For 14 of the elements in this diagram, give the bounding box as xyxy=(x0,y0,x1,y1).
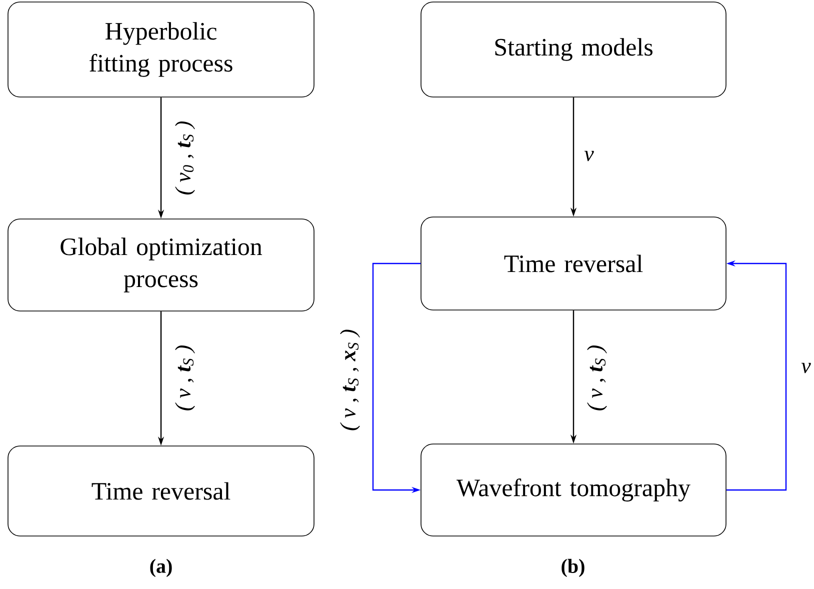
subfigure-label: (a) xyxy=(150,558,172,578)
edge-label: ( v$_{0}$ , t$_{S}$ ) xyxy=(174,120,196,196)
process-box: Hyperbolic fitting process xyxy=(8,2,314,98)
subfigure-label: (b) xyxy=(562,558,584,578)
process-box: Time reversal xyxy=(420,216,726,310)
edge-label: v xyxy=(800,362,812,374)
process-box: Global optimization process xyxy=(8,218,314,312)
process-box: Wavefront tomography xyxy=(420,444,726,536)
process-box: Starting models xyxy=(420,2,726,98)
edge-label: v xyxy=(583,150,595,162)
process-box: Time reversal xyxy=(8,446,314,536)
edge-label: ( v , t$_{S}$ , x$_{S}$ ) xyxy=(339,328,361,432)
edge-label: ( v , t$_{S}$ ) xyxy=(586,344,608,412)
edge-label: ( v , t$_{S}$ ) xyxy=(174,344,196,412)
